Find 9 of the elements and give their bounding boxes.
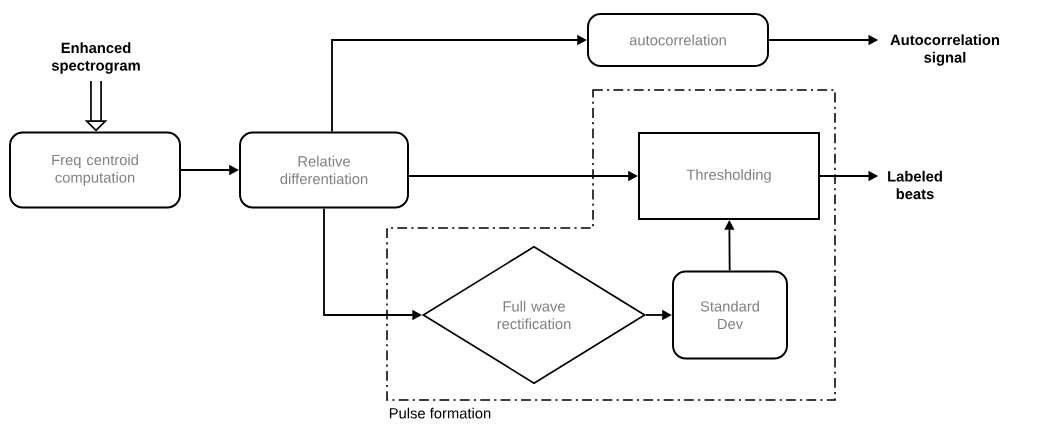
process-box: Standard Dev <box>672 270 788 360</box>
node-label: Pulse formation <box>389 407 491 419</box>
input-label: Enhanced spectrogram <box>51 42 140 74</box>
process-box: Thresholding <box>638 132 820 220</box>
process-box: Relative differentiation <box>239 131 409 209</box>
output-label: Autocorrelation signal <box>890 34 999 66</box>
process-box: Freq centroid computation <box>9 131 181 209</box>
process-box: autocorrelation <box>587 13 769 67</box>
output-label: Labeled beats <box>888 170 942 200</box>
